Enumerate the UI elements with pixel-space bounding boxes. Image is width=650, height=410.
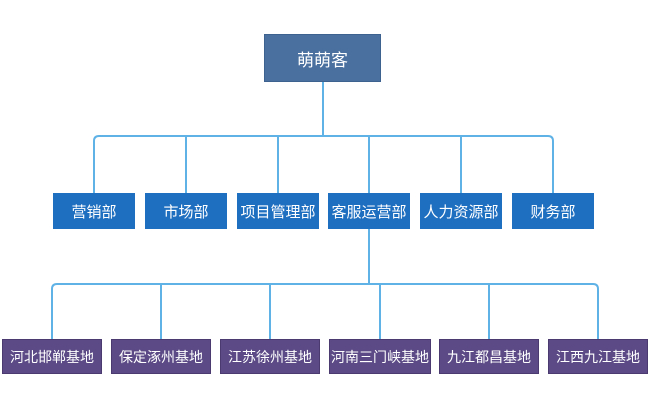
base-node-6: 江西九江基地 <box>548 339 648 374</box>
department-node-marketing: 营销部 <box>53 193 135 229</box>
base-node-5: 九江都昌基地 <box>439 339 539 374</box>
department-node-finance: 财务部 <box>512 193 594 229</box>
connector-department-bus <box>93 135 554 193</box>
department-node-project-management: 项目管理部 <box>237 193 319 229</box>
base-node-3: 江苏徐州基地 <box>220 339 320 374</box>
department-node-customer-service: 客服运营部 <box>328 193 410 229</box>
base-node-1: 河北邯郸基地 <box>2 339 102 374</box>
base-node-4: 河南三门峡基地 <box>329 339 431 374</box>
department-node-human-resources: 人力资源部 <box>420 193 502 229</box>
connector-base-bus <box>51 283 599 339</box>
department-node-market: 市场部 <box>145 193 227 229</box>
base-node-2: 保定涿州基地 <box>111 339 211 374</box>
root-node: 萌萌客 <box>264 34 381 82</box>
